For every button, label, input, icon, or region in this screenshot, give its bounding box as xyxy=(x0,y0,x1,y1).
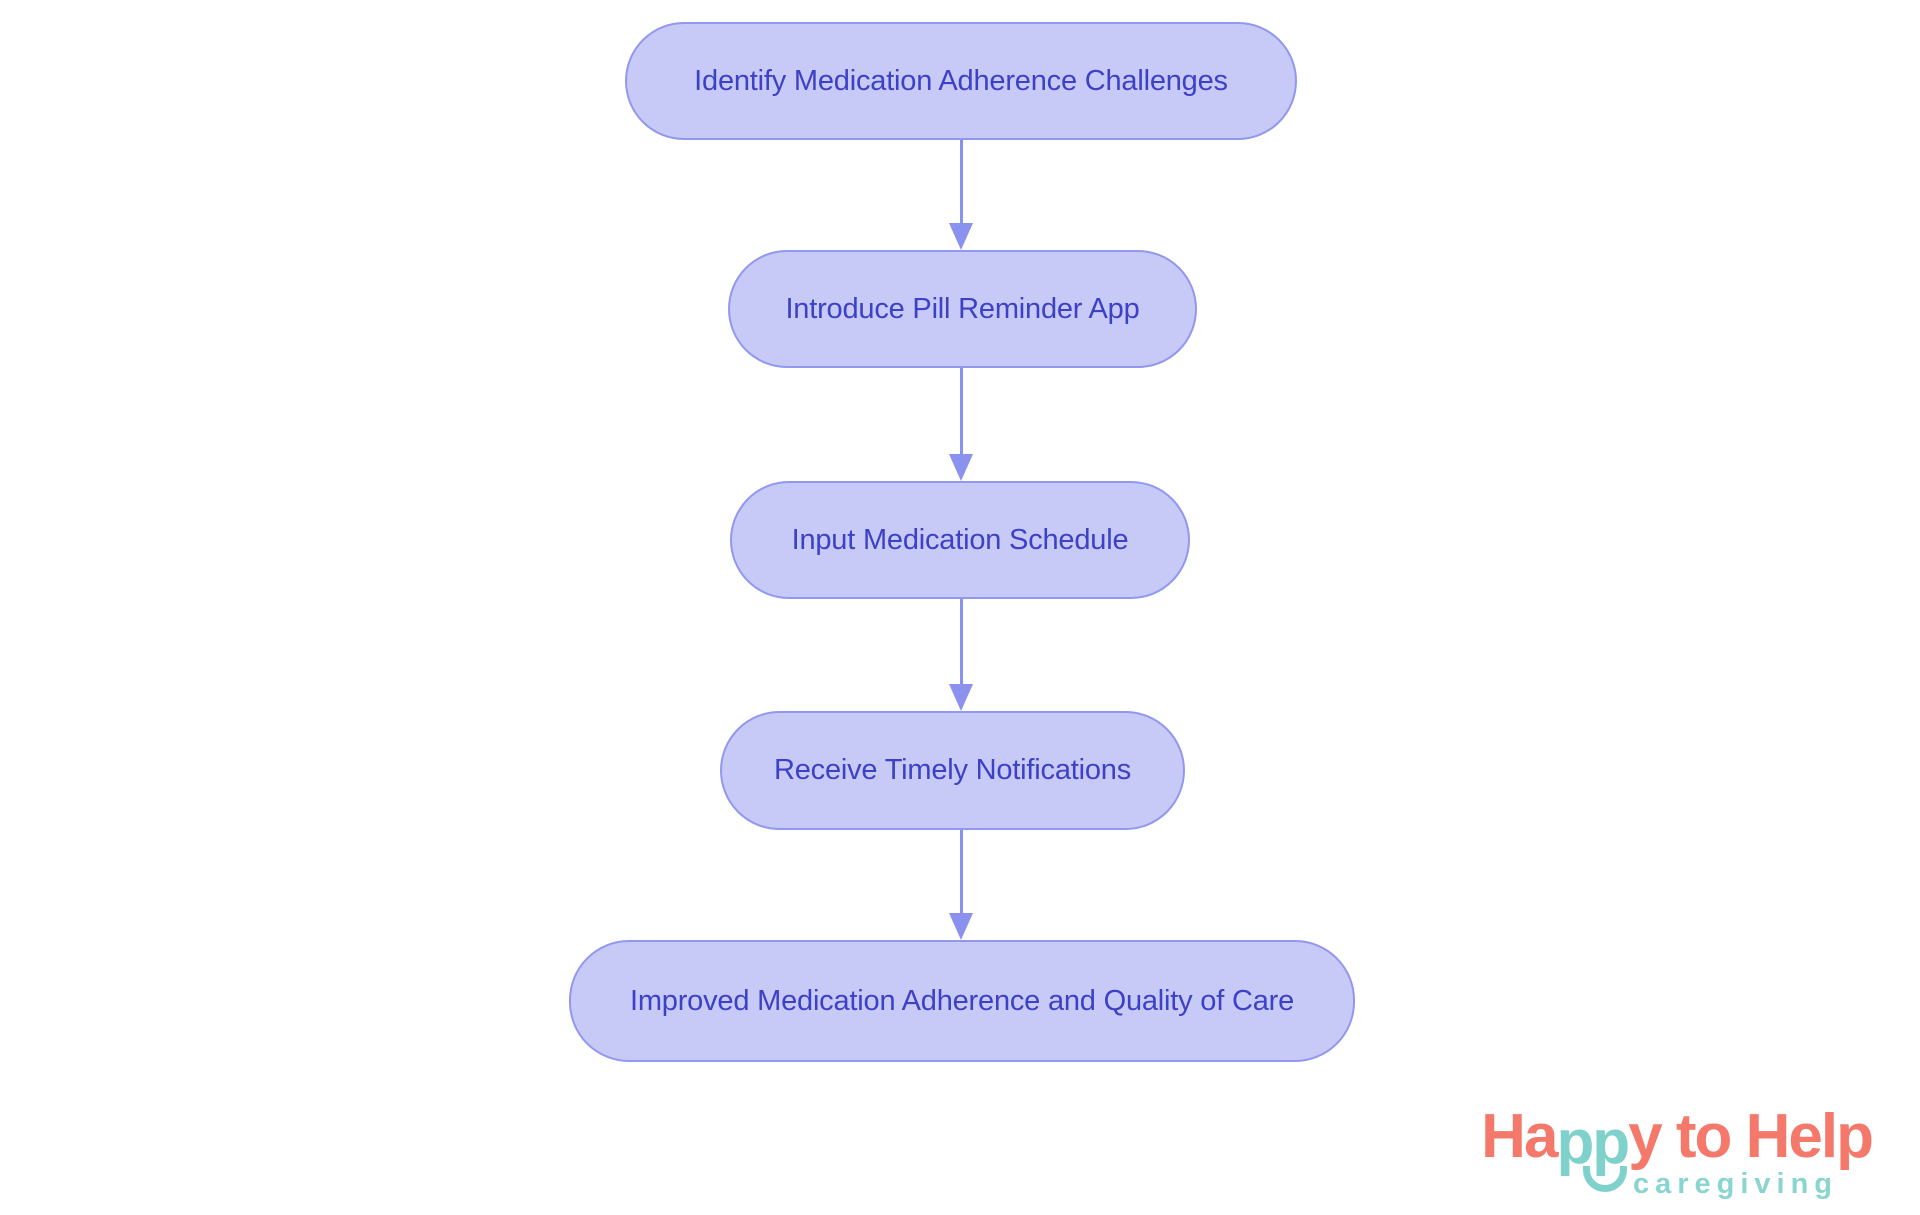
flow-arrow-1 xyxy=(949,140,973,250)
flow-node-label: Receive Timely Notifications xyxy=(773,754,1132,786)
flow-node-receive-notifications: Receive Timely Notifications xyxy=(720,711,1185,830)
flow-arrow-3 xyxy=(949,599,973,711)
flow-node-label: Improved Medication Adherence and Qualit… xyxy=(629,984,1295,1017)
logo-wordmark-part2: pp xyxy=(1556,1107,1630,1177)
logo-wordmark-part1: Ha xyxy=(1481,1102,1558,1171)
arrow-stem xyxy=(959,140,963,223)
flow-node-label: Input Medication Schedule xyxy=(791,523,1129,556)
flow-arrow-4 xyxy=(949,830,973,940)
flow-node-identify-challenges: Identify Medication Adherence Challenges xyxy=(625,22,1297,140)
logo-subtitle: caregiving xyxy=(1632,1168,1838,1200)
arrow-head-icon xyxy=(949,223,973,250)
arrow-head-icon xyxy=(949,913,973,940)
flow-node-introduce-app: Introduce Pill Reminder App xyxy=(728,250,1197,368)
happy-to-help-logo: Happy to Help caregiving xyxy=(1481,1106,1874,1200)
arrow-stem xyxy=(959,599,963,684)
flow-node-input-schedule: Input Medication Schedule xyxy=(730,481,1190,599)
arrow-head-icon xyxy=(949,684,973,711)
logo-smile-icon xyxy=(1583,1166,1628,1192)
flow-node-label: Introduce Pill Reminder App xyxy=(785,292,1140,325)
arrow-stem xyxy=(959,830,963,913)
logo-wordmark-part3: y to Help xyxy=(1628,1102,1874,1171)
logo-wordmark: Happy to Help xyxy=(1481,1106,1874,1192)
arrow-head-icon xyxy=(949,454,973,481)
flow-arrow-2 xyxy=(949,368,973,481)
flow-node-improved-adherence: Improved Medication Adherence and Qualit… xyxy=(569,940,1355,1062)
flow-node-label: Identify Medication Adherence Challenges xyxy=(694,64,1228,97)
arrow-stem xyxy=(959,368,963,454)
